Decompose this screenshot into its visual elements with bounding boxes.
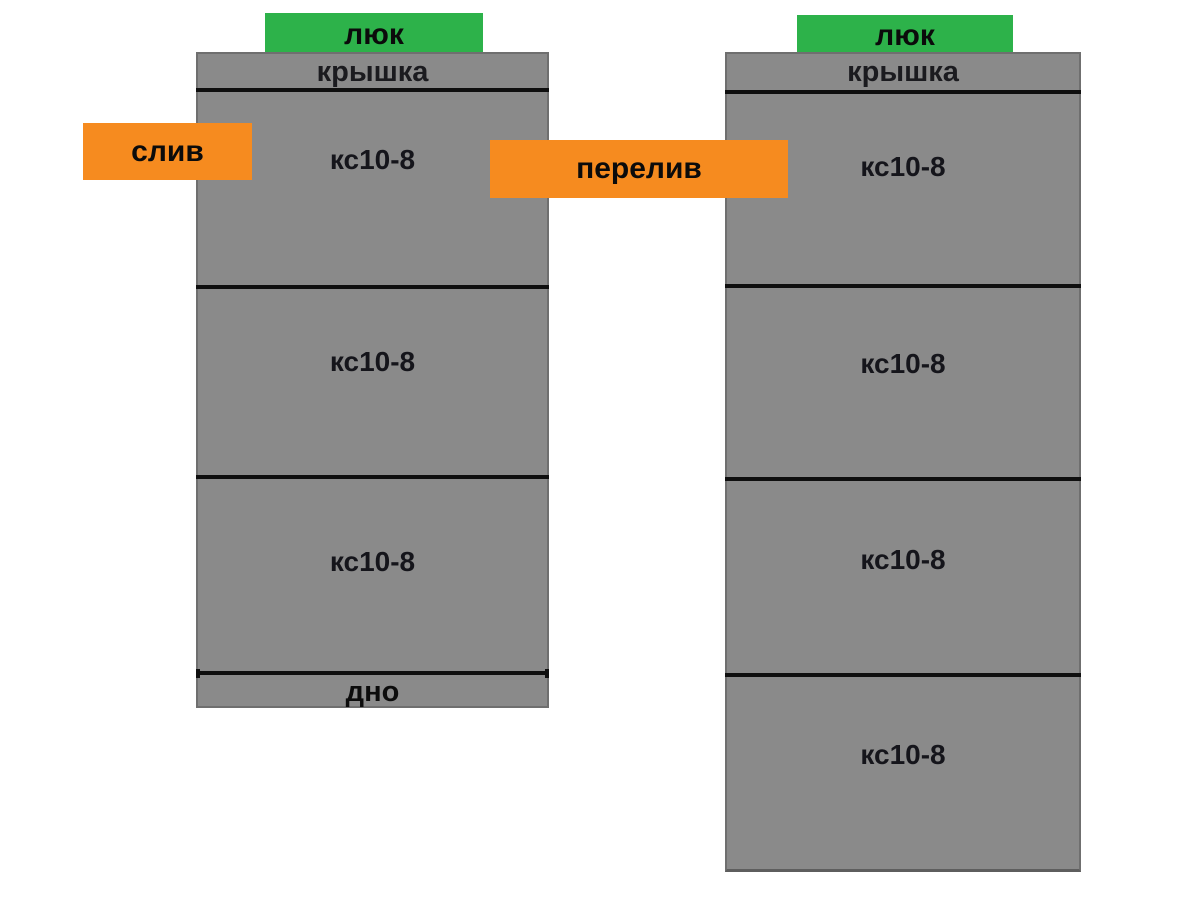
left-hatch-badge: люк [265,13,483,56]
left-ring-joint-line-1 [196,285,549,289]
right-cover-label: крышка [847,56,959,88]
right-ring-4-label: кс10-8 [860,739,946,770]
left-bottom-label: дно [345,676,400,708]
left-ring-1-label: кс10-8 [329,144,416,175]
drain-badge: слив [83,123,252,180]
right-hatch-badge: люк [797,15,1013,56]
right-ring-joint-line-1 [725,284,1081,288]
right-cover-joint-line [725,90,1081,94]
left-bottom-line [196,669,549,678]
left-ring-joint-line-2 [196,475,549,479]
left-ring-2-label: кс10-8 [329,346,416,377]
left-cover-label: крышка [316,56,429,88]
right-ring-joint-line-2 [725,477,1081,481]
right-ring-1-label: кс10-8 [860,151,946,182]
right-ring-joint-line-3 [725,673,1081,677]
right-ring-3-label: кс10-8 [860,544,946,575]
left-ring-3-label: кс10-8 [329,546,416,577]
right-ring-2-label: кс10-8 [860,348,946,379]
overflow-badge: перелив [490,140,788,198]
left-cover-joint-line [196,88,549,92]
